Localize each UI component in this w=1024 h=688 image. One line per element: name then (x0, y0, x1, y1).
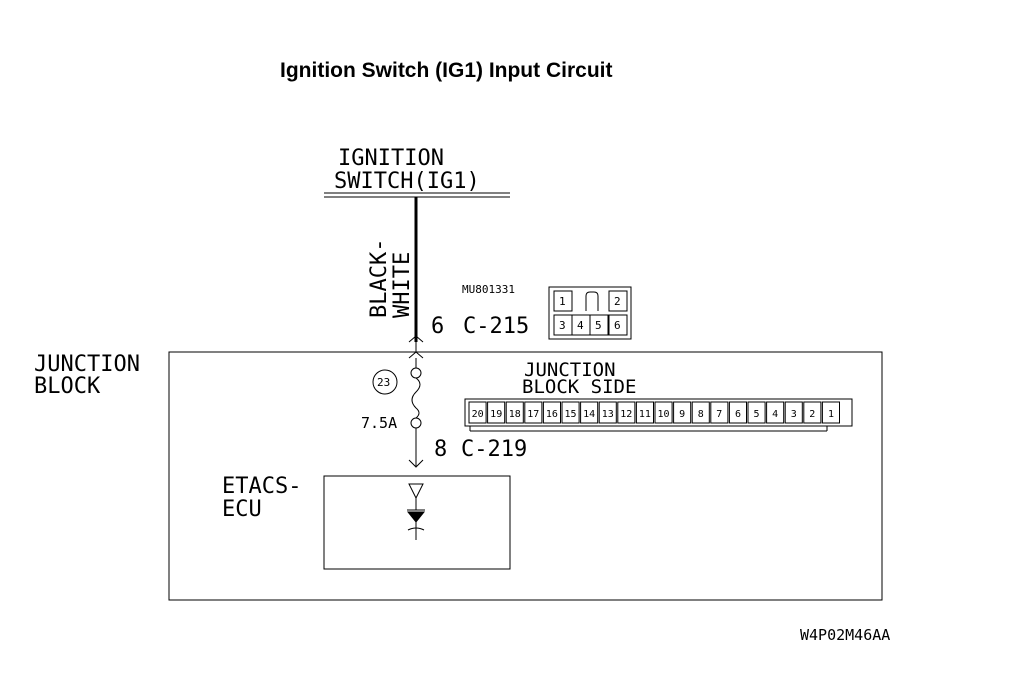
jb-pin-label: 7 (716, 409, 722, 420)
junction-block-side-connector: 20 19 18 17 16 15 14 13 12 11 10 9 8 7 6 5 4 3 2 1 (464, 398, 853, 432)
junction-block-label-line2: BLOCK (34, 374, 101, 399)
jb-pin-cell (617, 401, 636, 424)
jb-pin-cell (766, 401, 785, 424)
jb-pin-cell (747, 401, 766, 424)
jb-pin-label: 15 (564, 409, 576, 420)
jb-pin-cell (691, 401, 710, 424)
jb-pin-cell (784, 401, 803, 424)
jb-pin-cell (654, 401, 673, 424)
wire-color-line1: BLACK- (367, 239, 392, 318)
jb-pin-label: 16 (546, 409, 558, 420)
connector-part-number: MU801331 (462, 283, 515, 296)
c215-connector-face (548, 286, 632, 340)
ecu-label-line1: ETACS- (222, 474, 301, 499)
c215-pin-2: 2 (614, 295, 621, 308)
fuse-rating: 7.5A (361, 414, 397, 432)
jb-pin-label: 1 (828, 409, 834, 420)
jb-pin-label: 18 (509, 409, 521, 420)
jb-pin-cell (505, 401, 524, 424)
jb-pin-cell (524, 401, 543, 424)
jb-pin-label: 19 (490, 409, 502, 420)
ignition-switch-label-line2: SWITCH(IG1) (334, 169, 480, 194)
c219-pin-number: 8 (434, 437, 447, 462)
wire-color-label: BLACK- WHITE (367, 239, 415, 318)
c215-connector-symbol (408, 335, 424, 359)
c219-connector-name: C-219 (461, 437, 527, 462)
jb-pin-label: 9 (679, 409, 685, 420)
c215-pin-5: 5 (595, 319, 602, 332)
c215-pin-4: 4 (577, 319, 584, 332)
wire-color-line2: WHITE (390, 252, 415, 318)
jb-pin-label: 14 (583, 409, 595, 420)
jb-pin-cell (635, 401, 655, 424)
jb-pin-label: 4 (772, 409, 778, 420)
jb-pin-label: 13 (602, 409, 614, 420)
ecu-input-symbol-icon (406, 483, 426, 540)
jb-pin-cell (728, 401, 748, 424)
junction-block-side-label-line2: BLOCK SIDE (522, 376, 636, 398)
c215-connector-name: C-215 (463, 314, 529, 339)
jb-pin-label: 5 (753, 409, 759, 420)
junction-block-side-label-line1: JUNCTION (524, 359, 616, 381)
jb-pin-cell (468, 401, 487, 424)
jb-pin-label: 3 (791, 409, 797, 420)
junction-block-label-line1: JUNCTION (34, 352, 140, 377)
jb-pin-cell (561, 401, 580, 424)
fuse-number-circle (372, 369, 398, 395)
ecu-label-line2: ECU (222, 497, 262, 522)
fuse-number: 23 (377, 376, 390, 389)
ecu-box (323, 475, 511, 570)
fuse-symbol (408, 358, 424, 468)
jb-pin-label: 17 (527, 409, 539, 420)
c215-pin-3: 3 (559, 319, 566, 332)
figure-code: W4P02M46AA (800, 626, 890, 644)
c215-pin-1: 1 (559, 295, 566, 308)
jb-pin-cell (803, 401, 822, 424)
jb-pin-label: 8 (698, 409, 704, 420)
jb-pin-label: 6 (735, 409, 741, 420)
jb-pin-cell (487, 401, 506, 424)
jb-pin-cell (710, 401, 729, 424)
jb-pin-cell (598, 401, 617, 424)
jb-pin-cells: 20 19 18 17 16 15 14 13 12 11 10 9 8 7 6 5 4 3 2 1 (468, 401, 841, 424)
jb-pin-label: 10 (657, 409, 669, 420)
jb-pin-cell (673, 401, 692, 424)
jb-pin-cell (580, 401, 599, 424)
jb-pin-label: 2 (809, 409, 815, 420)
junction-block-outline (168, 351, 883, 601)
jb-pin-cell (821, 401, 841, 424)
ignition-switch-label-line1: IGNITION (338, 146, 444, 171)
jb-pin-label: 20 (472, 409, 484, 420)
c215-pin-number: 6 (431, 314, 444, 339)
jb-pin-label: 11 (639, 409, 651, 420)
c215-pin-6: 6 (614, 319, 621, 332)
jb-pin-label: 12 (620, 409, 632, 420)
jb-pin-cell (542, 401, 562, 424)
diagram-title: Ignition Switch (IG1) Input Circuit (280, 59, 612, 82)
